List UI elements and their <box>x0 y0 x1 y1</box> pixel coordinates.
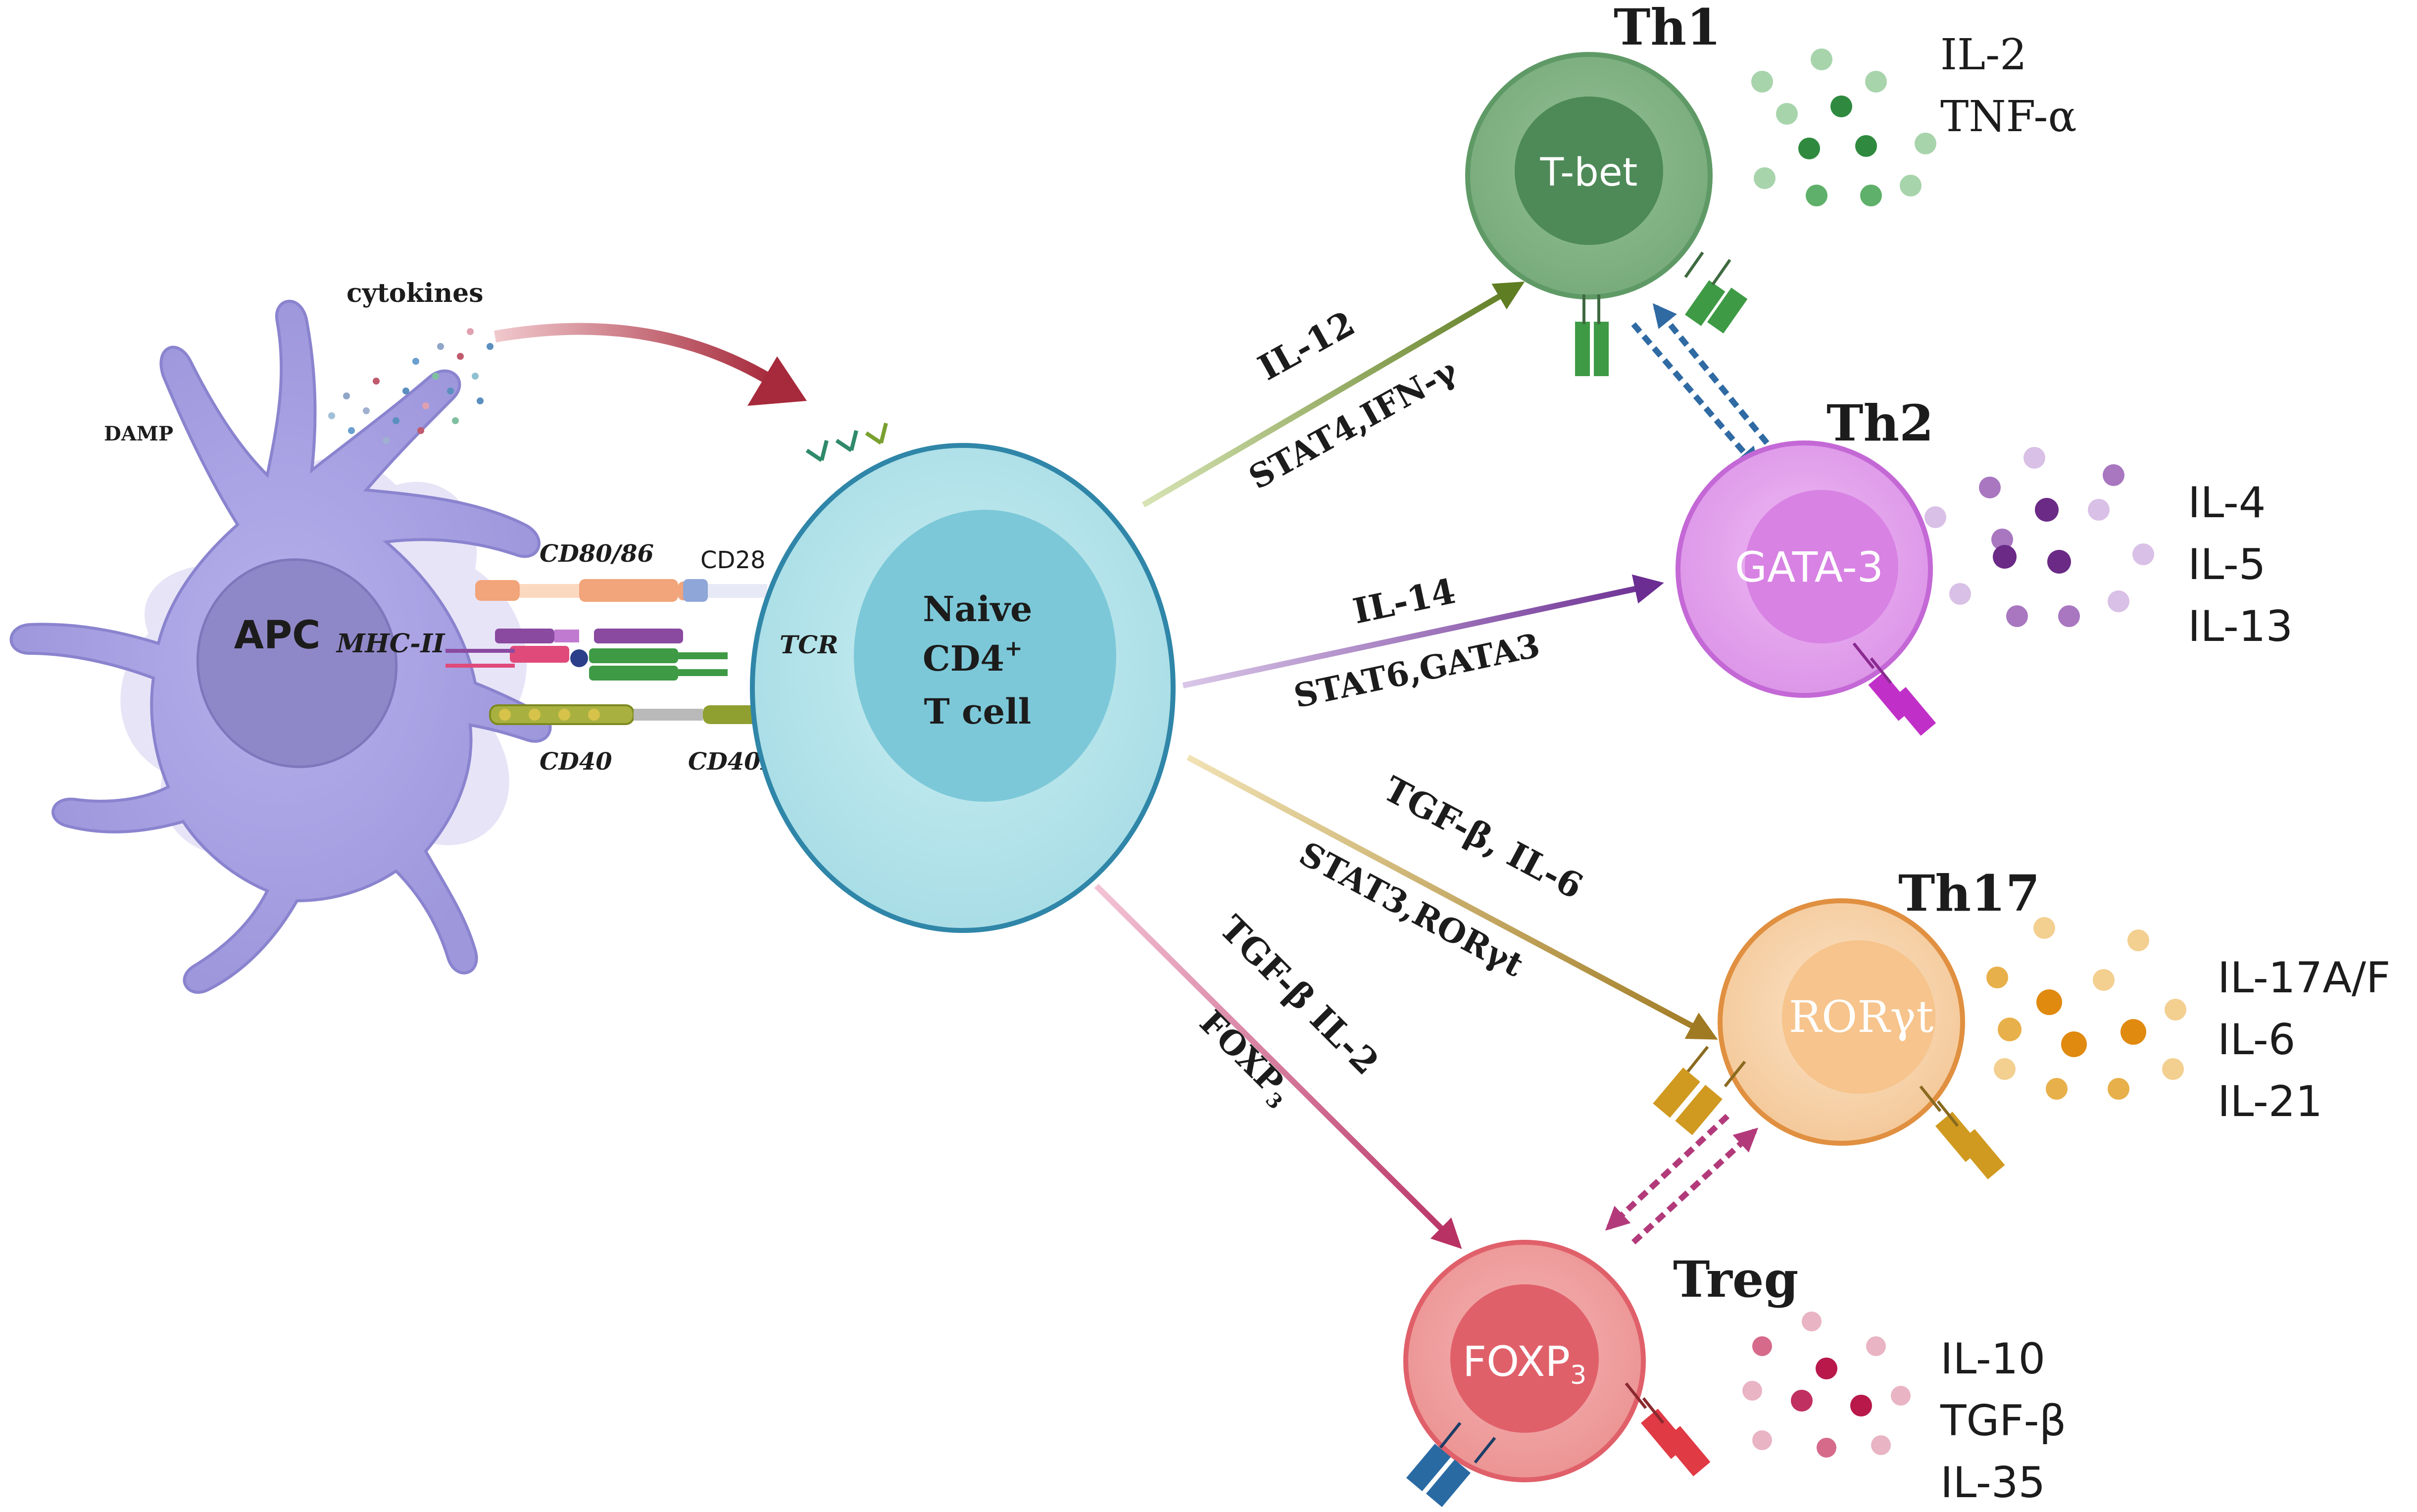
th17-cytokine-2: IL-6 <box>2218 1015 2296 1065</box>
treg-cell <box>1403 1240 1711 1507</box>
tcr-label: TCR <box>780 630 839 659</box>
naive-line1: Naive <box>923 588 1032 630</box>
treg-cytokine-2: TGF-β <box>1940 1396 2067 1446</box>
treg-th17-arrow-up <box>1631 1127 1759 1245</box>
th2-cytokine-2: IL-5 <box>2188 540 2266 589</box>
th17-title: Th17 <box>1898 864 2040 923</box>
arrow-to-th1 <box>1141 281 1525 508</box>
naive-line3: T cell <box>924 691 1032 732</box>
th17-cytokine-dots <box>1986 917 2186 1100</box>
th2-cytokine-dots <box>1924 447 2154 627</box>
th1-cytokine-1: IL-2 <box>1940 30 2027 80</box>
th1-cytokine-dots <box>1751 49 1936 206</box>
apc-cell <box>9 299 552 994</box>
treg-title: Treg <box>1673 1250 1798 1309</box>
cytokine-arrow <box>493 323 776 387</box>
damp-label: DAMP <box>104 422 173 445</box>
arrow-to-th2 <box>1182 574 1664 688</box>
apc-cytokine-dots <box>328 328 493 444</box>
th2-cytokine-3: IL-13 <box>2188 602 2293 651</box>
th1-th2-arrow-down <box>1631 322 1761 472</box>
th2-cytokine-1: IL-4 <box>2188 478 2266 528</box>
th2-factors: STAT6,GATA3 <box>1290 626 1543 715</box>
th17-cytokine-3: IL-21 <box>2218 1077 2322 1126</box>
treg-cytokine-1: IL-10 <box>1940 1334 2045 1384</box>
arrow-to-th17 <box>1186 754 1718 1040</box>
treg-cytokine-3: IL-35 <box>1940 1458 2045 1508</box>
th17-treg-arrow-down <box>1605 1114 1730 1231</box>
naive-t-cell <box>750 423 1176 933</box>
apc-label: APC <box>234 613 321 658</box>
treg-nucleus: FOXP3 <box>1463 1337 1586 1390</box>
th1-inducers: IL-12 <box>1251 302 1362 389</box>
cytokines-label: cytokines <box>346 278 484 308</box>
arrow-to-treg <box>1094 883 1462 1249</box>
mhc-label: MHC-II <box>336 629 445 659</box>
treg-cytokine-dots <box>1742 1312 1911 1458</box>
naive-line2: CD4+ <box>923 636 1023 679</box>
th1-title: Th1 <box>1614 0 1721 56</box>
th1-cytokine-2: TNF-α <box>1940 92 2077 142</box>
th17-cytokine-1: IL-17A/F <box>2218 953 2391 1003</box>
cd40-label: CD40 <box>540 748 612 776</box>
cd28-label: CD28 <box>700 546 766 574</box>
cytokine-arrow-head <box>747 356 807 406</box>
th2-th1-arrow-up <box>1652 303 1779 457</box>
cd80-label: CD80/86 <box>540 540 654 568</box>
th17-cell <box>1653 898 2005 1179</box>
th2-inducers: IL-14 <box>1349 570 1459 632</box>
th2-cell <box>1676 440 1936 736</box>
th2-title: Th2 <box>1826 394 1934 452</box>
th1-nucleus: T-bet <box>1540 150 1638 195</box>
th2-nucleus: GATA-3 <box>1735 543 1883 591</box>
th17-nucleus: RORγt <box>1789 991 1934 1042</box>
treg-factors: FOXP3 <box>1189 1003 1301 1114</box>
th1-cell <box>1465 52 1748 376</box>
